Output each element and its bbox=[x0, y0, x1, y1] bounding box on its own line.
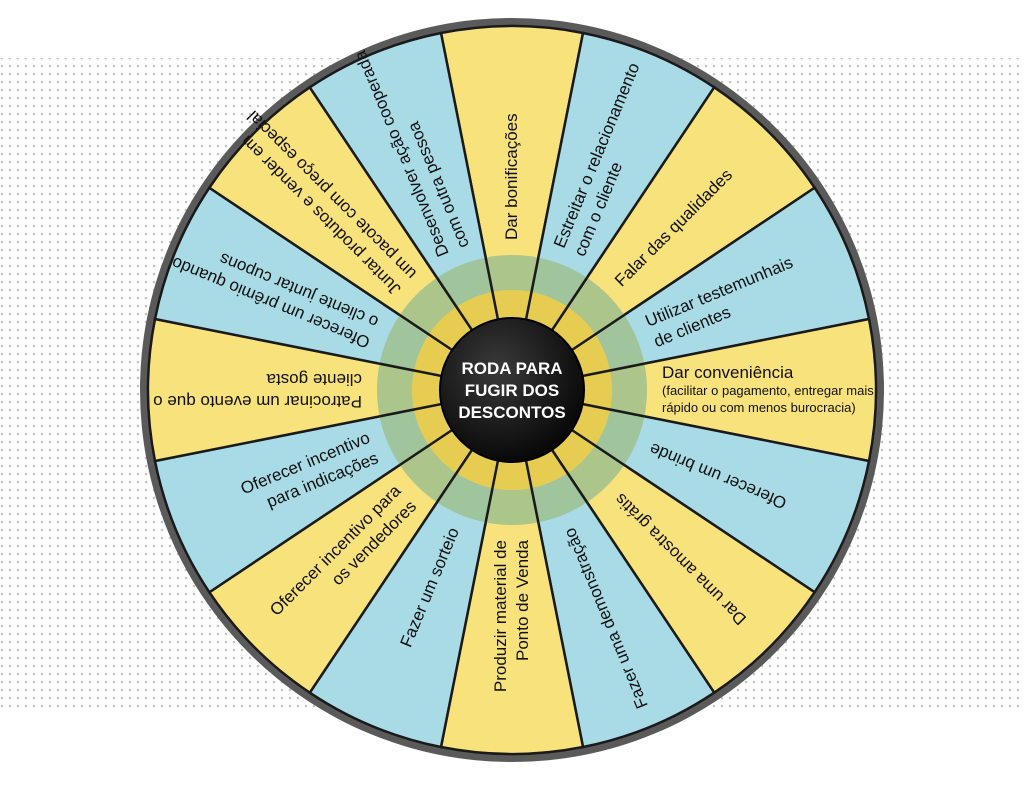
wheel-segment-5 bbox=[511, 317, 878, 463]
segment-label-13: Patrocinar um evento que o cliente gosta bbox=[153, 370, 362, 411]
segment-5-label-line-2: (facilitar o pagamento, entregar mais bbox=[662, 383, 874, 398]
segment-5-label-line-1: Dar conveniência bbox=[662, 363, 794, 382]
segment-13-label-line-1: Patrocinar um evento que o bbox=[153, 392, 362, 411]
hub-label-line-2: FUGIR DOS bbox=[465, 381, 559, 400]
wheel-hub bbox=[439, 317, 585, 463]
wheel-segment-1 bbox=[439, 24, 585, 391]
segment-9-label-line-1: Produzir material de bbox=[491, 540, 510, 692]
wheel-segment-13 bbox=[146, 317, 513, 463]
segment-label-1: Dar bonificações bbox=[502, 113, 521, 240]
segment-9-label-line-2: Ponto de Venda bbox=[513, 539, 532, 661]
hub-label-line-3: DESCONTOS bbox=[458, 403, 565, 422]
hub-label-line-1: RODA PARA bbox=[461, 359, 562, 378]
segment-1-label-line-1: Dar bonificações bbox=[502, 113, 521, 240]
segment-13-label-line-2: cliente gosta bbox=[266, 370, 362, 389]
segment-label-5: Dar conveniência(facilitar o pagamento, … bbox=[662, 363, 874, 415]
wheel-segment-9 bbox=[439, 389, 585, 756]
segment-5-label-line-3: rápido ou com menos burocracia) bbox=[662, 400, 856, 415]
